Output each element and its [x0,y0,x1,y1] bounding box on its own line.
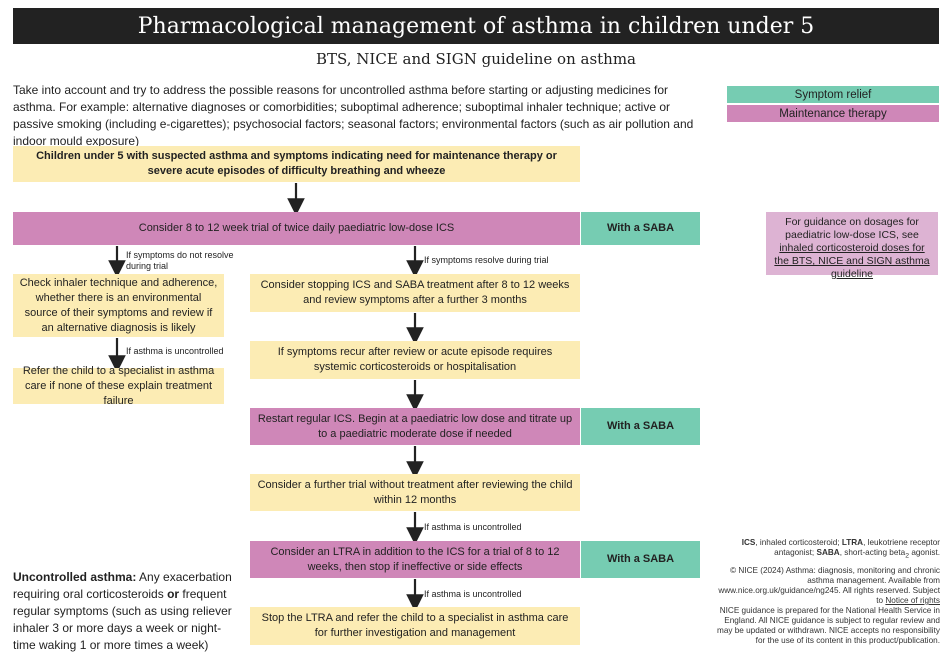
page-title: Pharmacological management of asthma in … [13,8,939,44]
flow-symptoms-recur-box: If symptoms recur after review or acute … [250,341,580,379]
flow-ics-trial-box: Consider 8 to 12 week trial of twice dai… [13,212,580,245]
flow-refer-specialist-box: Refer the child to a specialist in asthm… [13,365,224,407]
legend-maintenance-therapy: Maintenance therapy [727,105,939,122]
legend-symptom-relief: Symptom relief [727,86,939,103]
label-uncontrolled-2: If asthma is uncontrolled [424,522,522,532]
dosage-note: For guidance on dosages for paediatric l… [766,212,938,280]
page-subtitle: BTS, NICE and SIGN guideline on asthma [316,50,636,68]
intro-text: Take into account and try to address the… [13,83,694,148]
disclaimer: NICE guidance is prepared for the Nation… [717,606,940,645]
flow-consider-stopping-box: Consider stopping ICS and SABA treatment… [250,274,580,312]
flow-start-box: Children under 5 with suspected asthma a… [13,146,580,182]
abbreviations: ICS, inhaled corticosteroid; LTRA, leuko… [741,538,940,560]
flow-further-trial-box: Consider a further trial without treatme… [250,474,580,511]
label-resolve: If symptoms resolve during trial [424,255,549,265]
dosage-link[interactable]: inhaled corticosteroid doses for the BTS… [774,242,930,280]
label-uncontrolled-3: If asthma is uncontrolled [424,589,522,599]
notice-of-rights-link[interactable]: Notice of rights [885,596,940,605]
flow-restart-ics-box: Restart regular ICS. Begin at a paediatr… [250,408,580,445]
flow-check-inhaler-box: Check inhaler technique and adherence, w… [13,274,224,337]
flow-consider-ltra-box: Consider an LTRA in addition to the ICS … [250,541,580,578]
uncontrolled-definition: Uncontrolled asthma: Any exacerbation re… [13,570,232,652]
label-not-resolve: If symptoms do not resolve during trial [126,250,234,271]
flow-stop-ltra-box: Stop the LTRA and refer the child to a s… [250,607,580,645]
label-uncontrolled-1: If asthma is uncontrolled [126,346,224,356]
saba-box-2: With a SABA [581,408,700,445]
copyright-notice: © NICE (2024) Asthma: diagnosis, monitor… [718,566,940,605]
saba-box-1: With a SABA [581,212,700,245]
saba-box-3: With a SABA [581,541,700,578]
